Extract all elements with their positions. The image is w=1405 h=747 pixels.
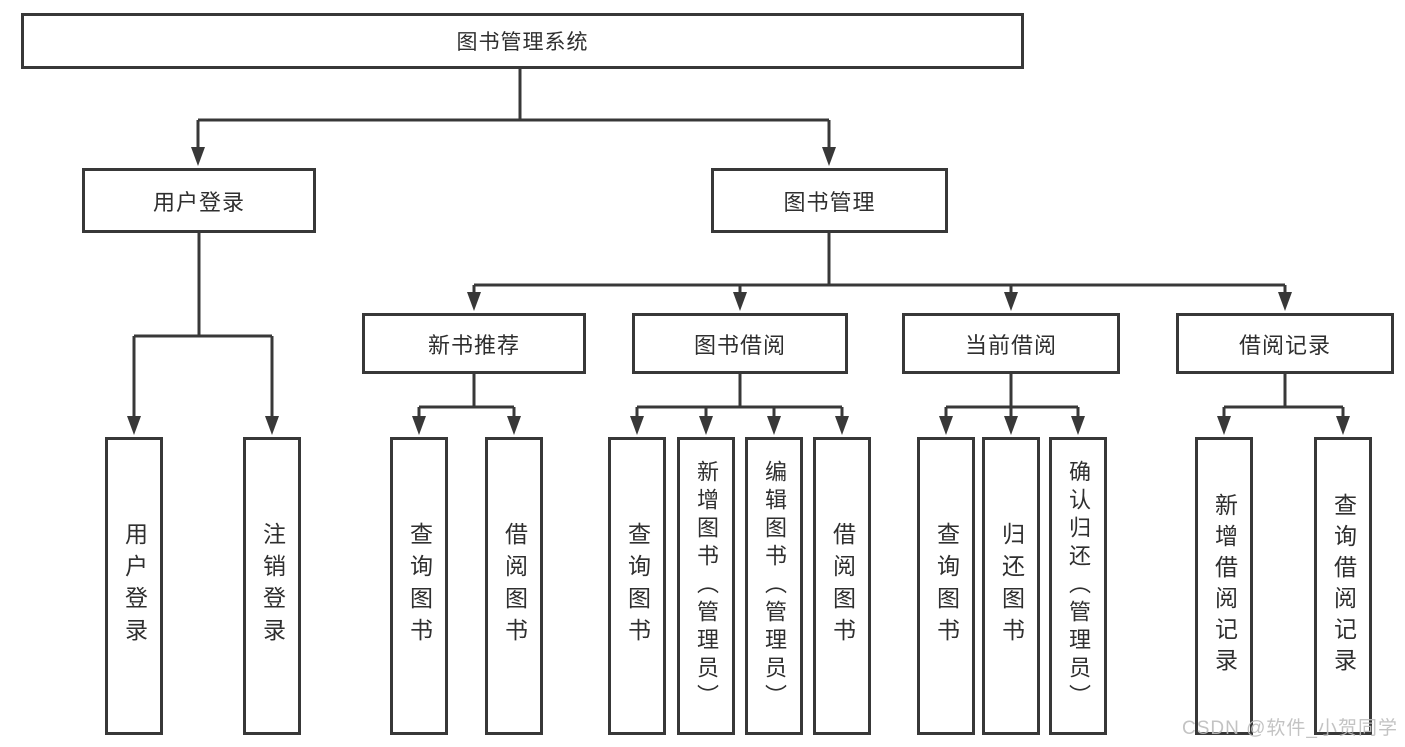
arrowhead-icon [1278,292,1292,311]
connector-book-mgmt-to-level3 [472,233,1287,295]
node-user-login-label: 用户登录 [152,189,245,215]
node-new-book-recommend: 新书推荐 [362,313,586,374]
leaf-logout: 注销登录 [243,437,301,735]
node-root: 图书管理系统 [21,13,1024,69]
leaf-borrow-books-1: 借阅图书 [485,437,543,735]
leaf-edit-books-admin-label: 编辑图书（管理员） [762,460,787,712]
leaf-return-books: 归还图书 [982,437,1040,735]
node-book-borrowing-label: 图书借阅 [693,332,786,358]
leaf-add-books-admin: 新增图书（管理员） [677,437,735,735]
connector-root-to-level2 [196,67,831,150]
leaf-confirm-return-admin: 确认归还（管理员） [1049,437,1107,735]
leaf-borrow-books-2-label: 借阅图书 [829,522,856,650]
arrowhead-icon [939,416,953,435]
leaf-logout-label: 注销登录 [259,522,286,650]
arrowhead-icon [1004,416,1018,435]
leaf-return-books-label: 归还图书 [998,522,1025,650]
leaf-query-books-3-label: 查询图书 [933,522,960,650]
leaf-query-books-1: 查询图书 [390,437,448,735]
arrowhead-icon [507,416,521,435]
node-book-management: 图书管理 [711,168,948,233]
arrowhead-icon [1004,292,1018,311]
leaf-query-books-2: 查询图书 [608,437,666,735]
arrowhead-icon [835,416,849,435]
connector-current-borrowing-to-leaves [944,374,1080,419]
leaf-add-borrow-record-label: 新增借阅记录 [1211,493,1238,679]
arrowhead-icon [733,292,747,311]
arrowhead-icon [630,416,644,435]
node-book-management-label: 图书管理 [783,189,876,215]
leaf-query-books-1-label: 查询图书 [406,522,433,650]
arrowhead-icon [127,416,141,435]
arrowhead-icon [822,147,836,166]
node-user-login: 用户登录 [82,168,316,233]
arrowhead-icon [1336,416,1350,435]
leaf-borrow-books-1-label: 借阅图书 [501,522,528,650]
arrowhead-icon [699,416,713,435]
arrowhead-icon [1217,416,1231,435]
arrowhead-icon [467,292,481,311]
node-borrowing-records: 借阅记录 [1176,313,1394,374]
node-current-borrowing-label: 当前借阅 [964,332,1057,358]
connector-new-book-rec-to-leaves [417,374,516,419]
connector-user-login-to-leaves [132,233,274,419]
node-current-borrowing: 当前借阅 [902,313,1120,374]
node-root-label: 图书管理系统 [456,31,589,54]
arrowheads [127,147,1350,435]
leaf-borrow-books-2: 借阅图书 [813,437,871,735]
leaf-query-borrow-record: 查询借阅记录 [1314,437,1372,735]
leaf-confirm-return-admin-label: 确认归还（管理员） [1066,460,1091,712]
leaf-edit-books-admin: 编辑图书（管理员） [745,437,803,735]
connector-borrowing-records-to-leaves [1222,374,1345,419]
arrowhead-icon [412,416,426,435]
leaf-query-books-2-label: 查询图书 [624,522,651,650]
arrowhead-icon [1071,416,1085,435]
leaf-query-books-3: 查询图书 [917,437,975,735]
node-new-book-recommend-label: 新书推荐 [427,332,520,358]
csdn-watermark: CSDN @软件_小贺同学 [1182,718,1398,739]
leaf-add-borrow-record: 新增借阅记录 [1195,437,1253,735]
leaf-user-login-label: 用户登录 [121,522,148,650]
leaf-add-books-admin-label: 新增图书（管理员） [694,460,719,712]
arrowhead-icon [265,416,279,435]
leaf-user-login: 用户登录 [105,437,163,735]
arrowhead-icon [191,147,205,166]
node-borrowing-records-label: 借阅记录 [1238,332,1331,358]
node-book-borrowing: 图书借阅 [632,313,848,374]
connector-book-borrowing-to-leaves [635,374,844,419]
arrowhead-icon [767,416,781,435]
leaf-query-borrow-record-label: 查询借阅记录 [1330,493,1357,679]
